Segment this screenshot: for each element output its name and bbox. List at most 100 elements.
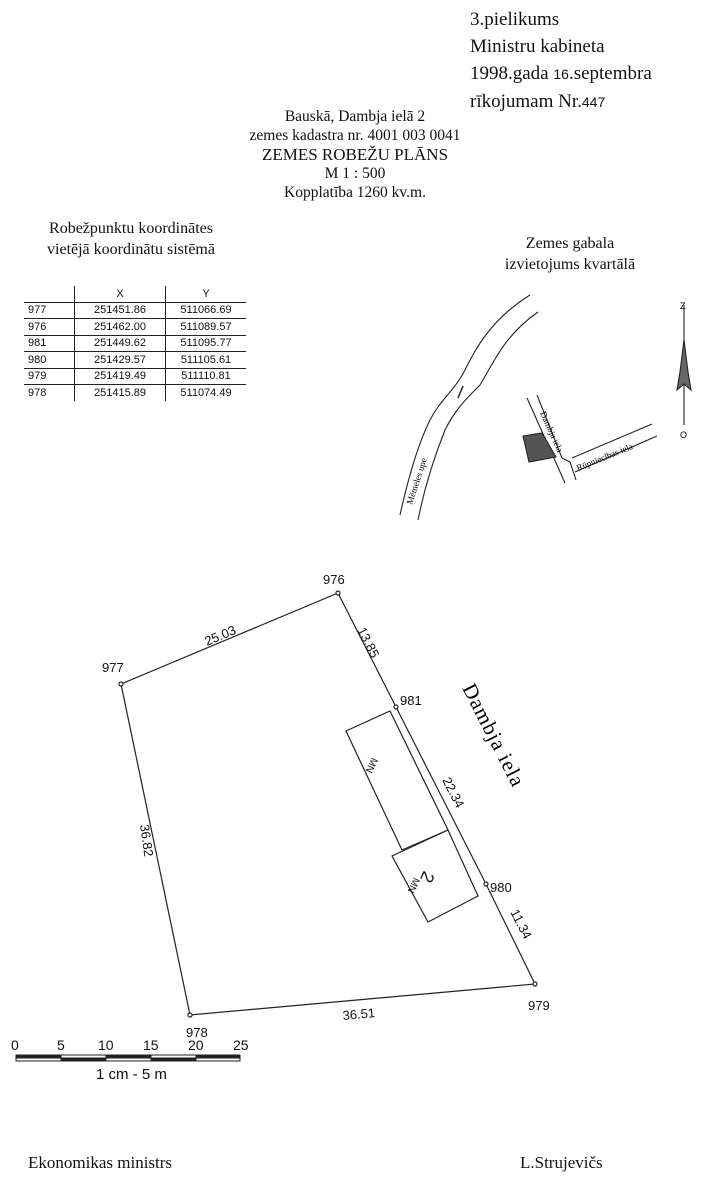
plan-labels: 977 976 981 980 979 978 25.03 13.85 22.3… <box>102 572 550 1040</box>
rupniecibas-street-top <box>571 423 653 459</box>
scale-caption: 1 cm - 5 m <box>96 1066 167 1083</box>
x-value: 251419.49 <box>74 368 166 385</box>
coordinates-caption: Robežpunktu koordinātes vietējā koordinā… <box>6 218 256 260</box>
length-981-980: 22.34 <box>439 775 467 811</box>
table-header-y: Y <box>165 286 246 303</box>
street-label-rupniecibas: Rūpniecības iela <box>575 441 634 473</box>
scale-segment <box>15 1055 62 1059</box>
point-label-978: 978 <box>186 1025 208 1040</box>
annex-order-prefix: rīkojumam Nr. <box>470 91 582 112</box>
point-id: 979 <box>24 368 75 385</box>
point-label-981: 981 <box>400 693 422 708</box>
street-name-dambja: Dambja iela <box>458 679 531 791</box>
total-area: Kopplatība 1260 kv.m. <box>284 184 426 201</box>
annex-line3: 1998.gada 16.septembra <box>470 60 652 88</box>
length-978-977: 36.82 <box>137 823 156 857</box>
annex-order-number: 447 <box>581 94 606 110</box>
point-977-marker <box>118 681 124 687</box>
point-976-marker <box>335 590 341 596</box>
x-value: 251449.62 <box>74 335 166 352</box>
point-981-marker <box>393 704 399 710</box>
point-label-977: 977 <box>102 660 124 675</box>
annex-line1: 3.pielikums <box>470 9 560 30</box>
table-header <box>24 286 75 303</box>
y-value: 511095.77 <box>165 335 246 352</box>
south-label: O <box>680 430 687 440</box>
document-title-block: Bauskā, Dambja ielā 2 zemes kadastra nr.… <box>200 107 510 202</box>
point-label-979: 979 <box>528 998 550 1013</box>
scale-ticks: 0 5 10 15 20 25 1 cm - 5 m <box>11 1037 249 1083</box>
scale-segment <box>105 1055 152 1059</box>
point-978-marker <box>187 1012 193 1018</box>
annex-line2: Ministru kabineta <box>470 36 605 57</box>
signatory-title: Ekonomikas ministrs <box>28 1153 173 1172</box>
parcel-boundary <box>120 592 536 1016</box>
location-caption: Zemes gabala izvietojums kvartālā <box>480 233 660 275</box>
scale-tick: 0 <box>11 1037 19 1053</box>
point-id: 981 <box>24 335 75 352</box>
scale-segment <box>150 1057 197 1062</box>
annex-month: .septembra <box>568 63 652 84</box>
y-value: 511110.81 <box>165 368 246 385</box>
y-value: 511105.61 <box>165 351 246 369</box>
point-label-980: 980 <box>490 880 512 895</box>
dambja-street-right <box>536 394 577 481</box>
annex-note: 3.pielikums Ministru kabineta 1998.gada … <box>470 6 652 116</box>
coordinates-caption-line1: Robežpunktu koordinātes <box>49 220 213 237</box>
x-value: 251415.89 <box>74 384 166 401</box>
parcel-hatched <box>522 432 557 463</box>
length-976-981: 13.85 <box>354 625 382 661</box>
parcel-plan <box>118 590 538 1018</box>
river-bank-right <box>417 311 539 521</box>
length-979-978: 36.51 <box>342 1005 376 1023</box>
scale-segment <box>60 1057 107 1062</box>
location-caption-line1: Zemes gabala <box>525 235 615 252</box>
point-979-marker <box>532 981 538 987</box>
annex-line4: rīkojumam Nr.447 <box>470 88 652 116</box>
y-value: 511066.69 <box>165 302 246 319</box>
scale-tick: 15 <box>143 1037 159 1053</box>
scale-tick: 25 <box>233 1037 249 1053</box>
length-977-976: 25.03 <box>202 622 238 649</box>
building-2-mn <box>391 829 479 923</box>
coordinates-caption-line2: vietējā koordinātu sistēmā <box>47 241 215 258</box>
scale-segment <box>195 1055 241 1059</box>
point-id: 977 <box>24 302 75 319</box>
y-value: 511074.49 <box>165 384 246 401</box>
y-value: 511089.57 <box>165 318 246 336</box>
point-980-marker <box>483 881 489 887</box>
page-title: ZEMES ROBEŽU PLĀNS <box>261 145 449 164</box>
point-id: 980 <box>24 351 75 369</box>
address: Bauskā, Dambja ielā 2 <box>284 108 426 125</box>
x-value: 251429.57 <box>74 351 166 369</box>
scale-tick: 5 <box>57 1037 65 1053</box>
point-id: 978 <box>28 386 47 399</box>
scale-bar <box>15 1054 241 1062</box>
annex-date-prefix: 1998.gada <box>470 63 554 84</box>
point-id: 976 <box>24 318 75 336</box>
scale-tick: 10 <box>98 1037 114 1053</box>
x-value: 251462.00 <box>74 318 166 336</box>
north-arrow-icon <box>676 339 692 392</box>
location-map <box>399 294 692 521</box>
north-label: Z <box>680 301 686 311</box>
scale-text: M 1 : 500 <box>324 165 386 182</box>
scale-tick: 20 <box>188 1037 204 1053</box>
river-bank-left <box>399 294 531 516</box>
annex-day: 16 <box>553 66 569 82</box>
location-caption-line2: izvietojums kvartālā <box>504 256 636 273</box>
river-flow-arrow <box>457 385 464 399</box>
rupniecibas-street-bottom <box>574 435 658 473</box>
cadastre-number: zemes kadastra nr. 4001 003 0041 <box>249 127 461 144</box>
table-header-x: X <box>74 286 166 303</box>
x-value: 251451.86 <box>74 302 166 319</box>
building-label-mn-2: MN <box>405 876 422 895</box>
signatory-name: L.Strujevičs <box>520 1153 603 1172</box>
